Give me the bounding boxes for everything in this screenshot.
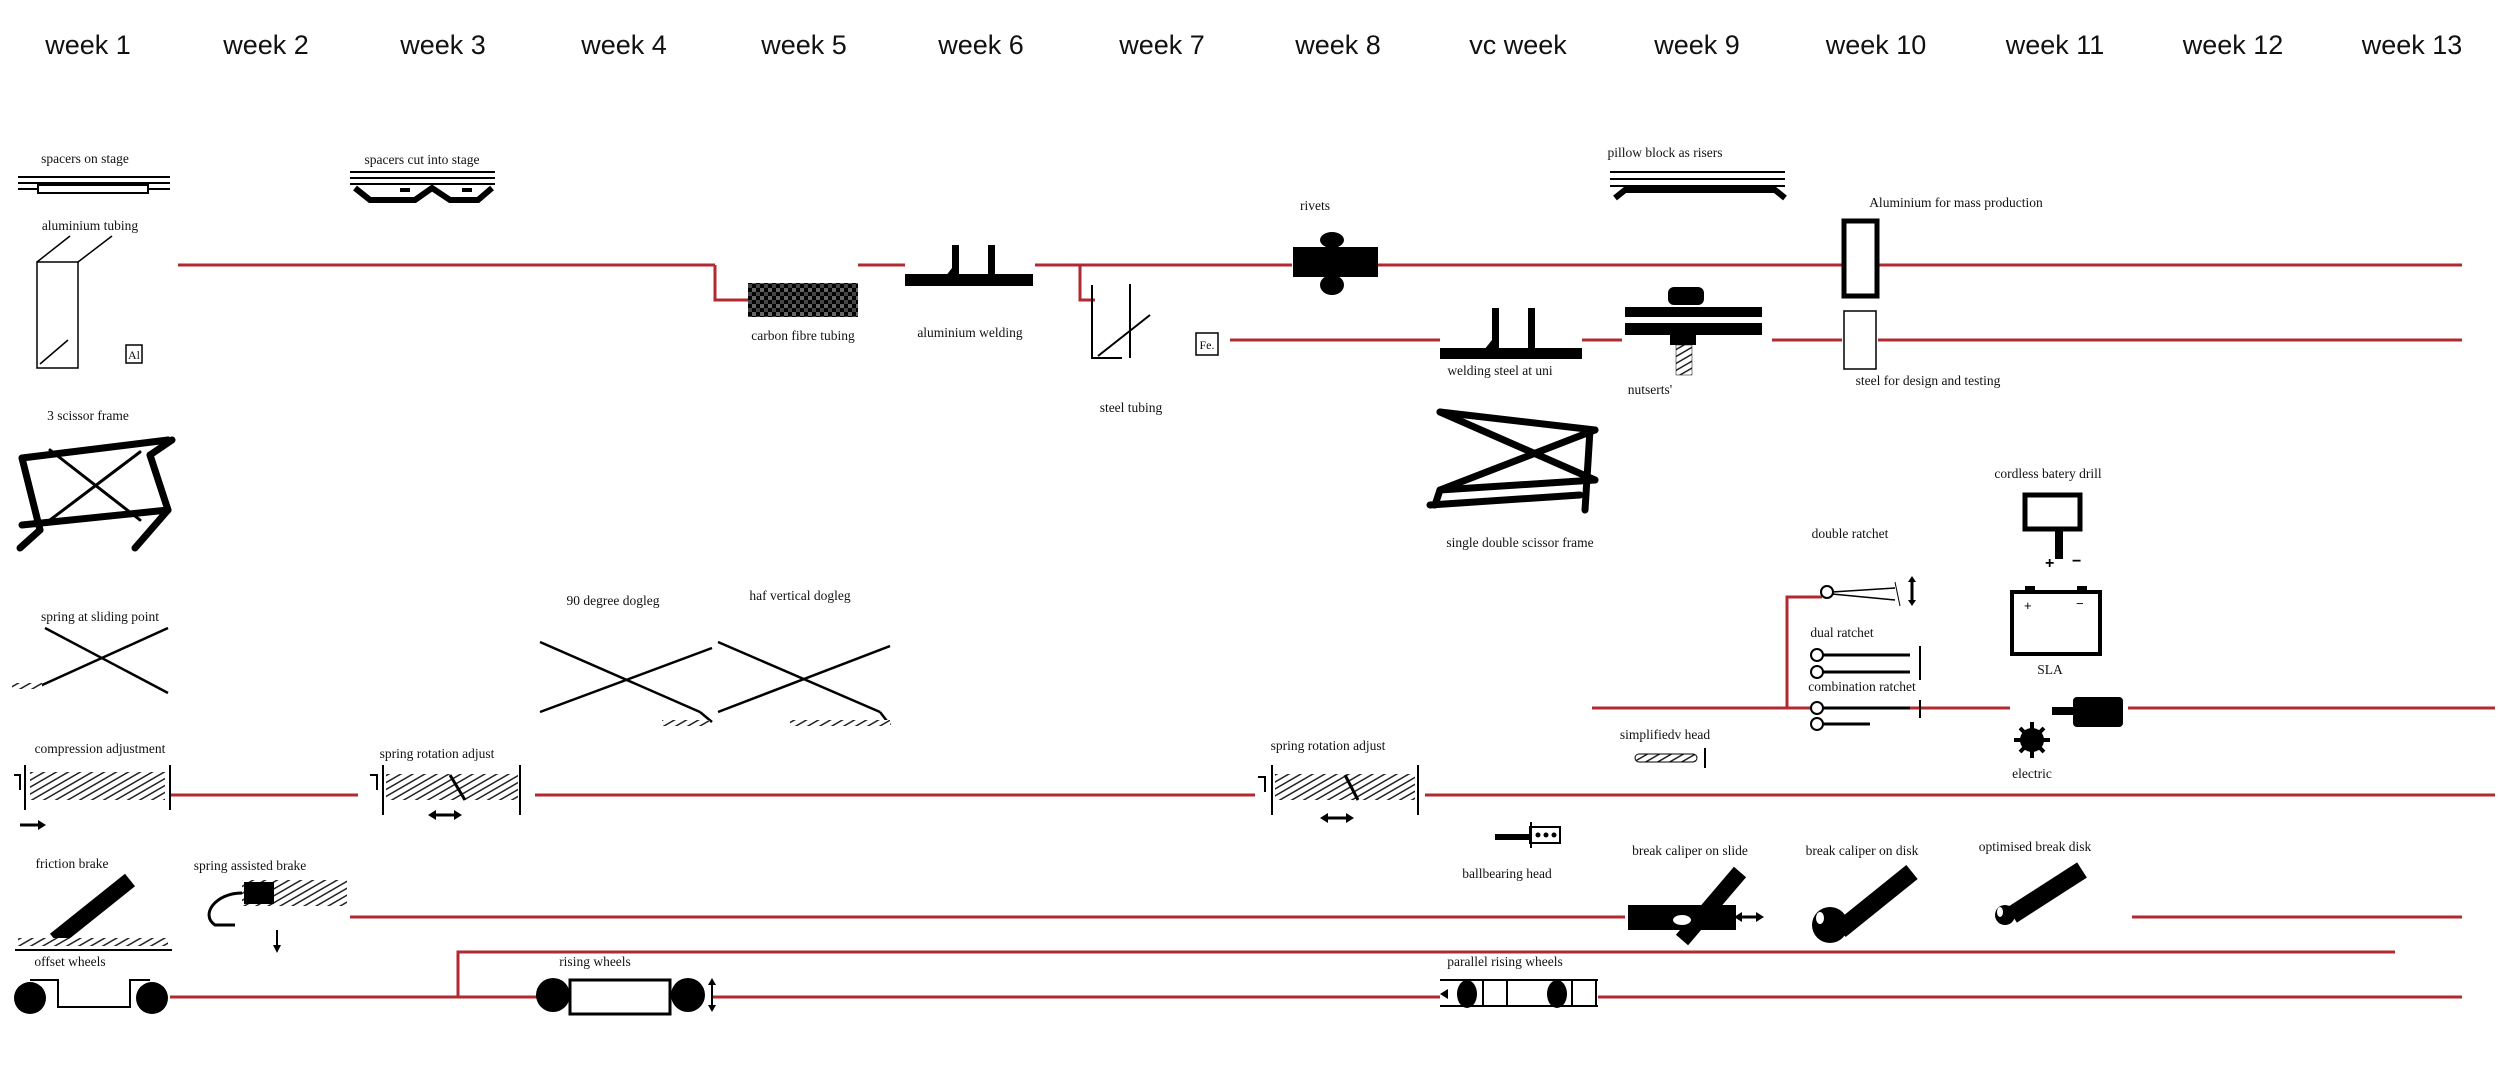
dogleg90-label: 90 degree dogleg	[567, 593, 660, 608]
steel-design-label: steel for design and testing	[1856, 373, 2001, 388]
dogleg-90-figure: 90 degree dogleg	[539, 593, 713, 726]
scissor-3-frame-figure: 3 scissor frame	[16, 408, 176, 552]
spring-assisted-brake-figure: spring assisted brake	[194, 858, 347, 953]
aluminium-mass-label: Aluminium for mass production	[1869, 195, 2043, 210]
aluminium-tubing-figure: aluminium tubing Al	[36, 218, 143, 369]
aluminium-welding-figure: aluminium welding	[905, 245, 1033, 340]
electric-motor-figure: electric	[2012, 697, 2123, 781]
steel-design-testing-figure: steel for design and testing	[1843, 310, 2001, 388]
week-header-11: week 11	[2005, 30, 2105, 60]
single-double-scissor-frame-figure: single double scissor frame	[1426, 408, 1599, 550]
caliper-disk-label: break caliper on disk	[1806, 843, 1919, 858]
compression-adjustment-figure: compression adjustment	[14, 741, 171, 830]
simplified-head-figure: simplifiedv head	[1620, 727, 1711, 768]
week-header-2: week 2	[222, 30, 309, 60]
ballbearing-head-figure: ballbearing head	[1462, 822, 1561, 881]
steel-tubing-label: steel tubing	[1100, 400, 1163, 415]
rivets-figure: rivets	[1293, 198, 1378, 295]
brake-caliper-slide-figure: break caliper on slide	[1628, 843, 1764, 946]
caliper-slide-label: break caliper on slide	[1632, 843, 1748, 858]
welding-steel-figure: welding steel at uni	[1440, 308, 1582, 378]
week-header-4: week 4	[580, 30, 667, 60]
week-header-row: week 1 week 2 week 3 week 4 week 5 week …	[44, 30, 2462, 60]
parallel-rising-wheels-figure: parallel rising wheels	[1440, 954, 1598, 1008]
week-header-12: week 12	[2182, 30, 2284, 60]
ballbearing-label: ballbearing head	[1462, 866, 1552, 881]
week-header-1: week 1	[44, 30, 131, 60]
electric-label: electric	[2012, 766, 2052, 781]
combination-ratchet-label: combination ratchet	[1808, 679, 1916, 694]
spacers-cut-label: spacers cut into stage	[364, 152, 479, 167]
friction-brake-label: friction brake	[35, 856, 108, 871]
timeline-branch-ratchet	[1785, 595, 1822, 708]
carbon-fibre-label: carbon fibre tubing	[751, 328, 855, 343]
week-header-9: week 9	[1653, 30, 1740, 60]
rising-wheels-label: rising wheels	[559, 954, 631, 969]
steel-tubing-figure: steel tubing Fe.	[1091, 284, 1219, 415]
spring-rotation-2-label: spring rotation adjust	[1271, 738, 1386, 753]
half-dogleg-label: haf vertical dogleg	[749, 588, 850, 603]
week-header-vc: vc week	[1469, 30, 1567, 60]
timeline-branch-steel	[1035, 263, 1095, 302]
week-header-5: week 5	[760, 30, 847, 60]
compression-label: compression adjustment	[35, 741, 166, 756]
welding-steel-label: welding steel at uni	[1447, 363, 1553, 378]
svg-text:−: −	[2072, 553, 2081, 570]
nutserts-label: nutserts'	[1628, 382, 1672, 397]
single-double-label: single double scissor frame	[1446, 535, 1593, 550]
cordless-drill-figure: cordless batery drill + −	[1994, 466, 2101, 572]
parallel-rising-label: parallel rising wheels	[1447, 954, 1562, 969]
rivets-label: rivets	[1300, 198, 1330, 213]
spring-sliding-point-figure: spring at sliding point	[12, 609, 169, 695]
al-symbol: Al	[128, 348, 141, 362]
aluminium-welding-label: aluminium welding	[917, 325, 1023, 340]
nutserts-figure: nutserts'	[1625, 287, 1762, 397]
timeline-lines	[170, 263, 2495, 999]
spacers-cut-into-stage-figure: spacers cut into stage	[350, 152, 495, 203]
half-vertical-dogleg-figure: haf vertical dogleg	[717, 588, 891, 726]
week-header-8: week 8	[1294, 30, 1381, 60]
svg-text:+: +	[2024, 598, 2032, 613]
aluminium-tubing-label: aluminium tubing	[42, 218, 139, 233]
sla-battery-figure: + − SLA	[2010, 586, 2102, 677]
double-ratchet-label: double ratchet	[1812, 526, 1889, 541]
week-header-6: week 6	[937, 30, 1024, 60]
timeline-wheel-branch	[456, 950, 2395, 997]
week-header-10: week 10	[1825, 30, 1927, 60]
timeline-branch-carbon	[713, 265, 748, 302]
simplified-head-label: simplifiedv head	[1620, 727, 1711, 742]
aluminium-mass-production-figure: Aluminium for mass production	[1841, 195, 2043, 299]
svg-text:−: −	[2076, 596, 2084, 611]
spacers-on-stage-label: spacers on stage	[41, 151, 129, 166]
pillow-block-figure: pillow block as risers	[1607, 145, 1787, 201]
ratchet-figures: double ratchet dual ratchet combination …	[1808, 526, 1921, 731]
week-header-3: week 3	[399, 30, 486, 60]
rising-wheels-figure: rising wheels	[536, 954, 716, 1016]
carbon-fibre-tubing-figure: carbon fibre tubing	[748, 283, 858, 343]
cordless-drill-label: cordless batery drill	[1994, 466, 2101, 481]
brake-caliper-disk-figure: break caliper on disk	[1806, 843, 1919, 943]
offset-wheels-label: offset wheels	[34, 954, 105, 969]
spring-brake-label: spring assisted brake	[194, 858, 306, 873]
pillow-block-label: pillow block as risers	[1607, 145, 1722, 160]
friction-brake-figure: friction brake	[15, 856, 172, 951]
spacers-on-stage-figure: spacers on stage	[18, 151, 170, 194]
spring-rotation-adjust-2-figure: spring rotation adjust	[1258, 738, 1419, 823]
optimised-disk-label: optimised break disk	[1979, 839, 2092, 854]
spring-rotation-adjust-1-figure: spring rotation adjust	[370, 746, 521, 820]
week-header-13: week 13	[2361, 30, 2463, 60]
offset-wheels-figure: offset wheels	[14, 954, 168, 1014]
sla-label: SLA	[2037, 662, 2063, 677]
scissor3-label: 3 scissor frame	[47, 408, 129, 423]
spring-rotation-1-label: spring rotation adjust	[380, 746, 495, 761]
optimised-brake-disk-figure: optimised break disk	[1979, 839, 2092, 925]
dual-ratchet-label: dual ratchet	[1810, 625, 1874, 640]
spring-sliding-label: spring at sliding point	[41, 609, 159, 624]
week-header-7: week 7	[1118, 30, 1205, 60]
svg-text:+: +	[2045, 555, 2054, 572]
fe-symbol: Fe.	[1200, 338, 1215, 352]
